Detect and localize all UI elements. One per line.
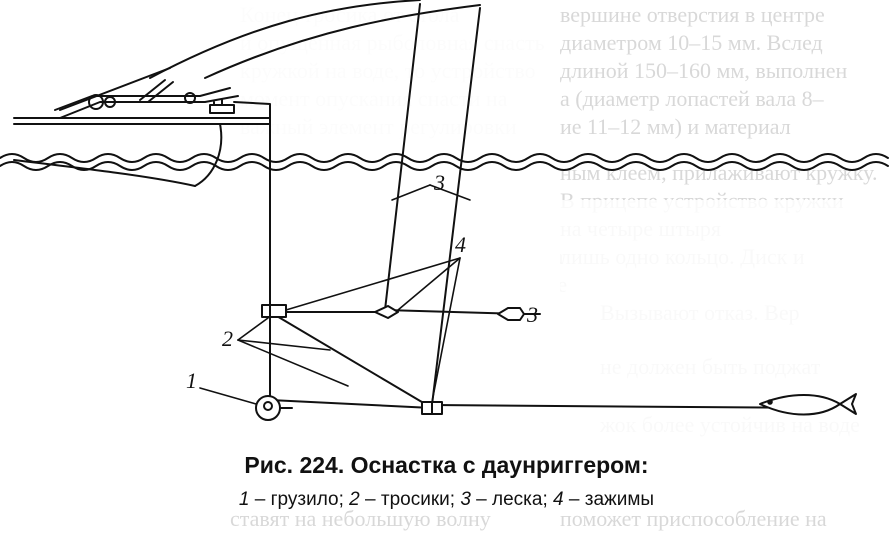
label-line-upper: 3 xyxy=(433,170,445,195)
legend-text-2: тросики xyxy=(380,489,450,510)
release-cables xyxy=(269,311,433,409)
fishing-rods xyxy=(59,0,481,111)
figure-caption: Рис. 224. Оснастка с даунриггером: xyxy=(0,452,893,479)
release-clip-upper xyxy=(261,304,287,318)
lure-upper xyxy=(497,307,541,321)
bait-fish xyxy=(759,393,857,416)
caption-legend: 1 – грузило; 2 – тросики; 3 – леска; 4 –… xyxy=(0,489,893,511)
caption-title: Рис. 224. Оснастка с даунриггером: xyxy=(238,452,655,479)
label-cables: 2 xyxy=(222,326,233,351)
label-weight: 1 xyxy=(186,368,197,393)
downrigger-arm xyxy=(54,79,239,119)
legend-num-2: 2 xyxy=(349,489,360,510)
legend-text-3: леска xyxy=(492,489,543,510)
legend-num-3: 3 xyxy=(460,489,471,510)
legend-num-4: 4 xyxy=(553,489,564,510)
legend-text-1: грузило xyxy=(270,489,339,510)
release-clip-lower xyxy=(421,401,443,415)
downrigger-weight xyxy=(255,395,293,421)
label-leaders xyxy=(199,184,471,405)
legend-num-1: 1 xyxy=(238,489,250,510)
label-clips: 4 xyxy=(455,232,466,257)
downrigger-cable xyxy=(233,101,271,401)
label-line-right: 3 xyxy=(526,302,538,327)
release-clip-middle xyxy=(374,305,399,319)
legend-text-4: зажимы xyxy=(584,489,655,510)
water-surface xyxy=(0,153,889,171)
